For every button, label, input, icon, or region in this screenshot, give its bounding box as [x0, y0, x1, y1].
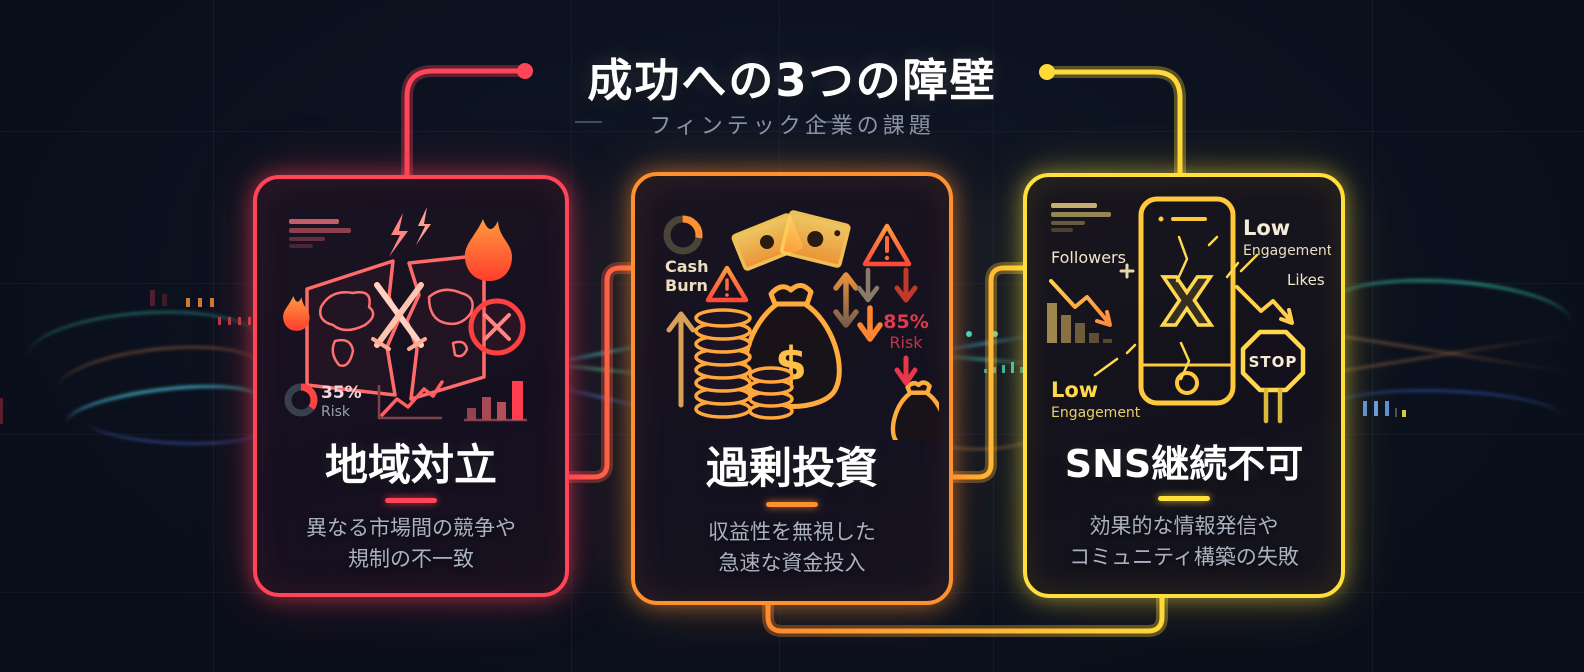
- connector-dot-red: [517, 63, 533, 79]
- stop-label: STOP: [1249, 353, 1298, 371]
- sns-failure-illustration: Followers X: [1047, 196, 1331, 424]
- grid-line: [213, 0, 214, 672]
- regional-conflict-illustration: 35% Risk: [283, 207, 527, 422]
- card-description: 異なる市場間の競争や 規制の不一致: [257, 513, 565, 575]
- card-over-investment: Cash Burn: [631, 172, 953, 605]
- map-continents: [319, 288, 474, 367]
- card-regional-conflict: 35% Risk 地域対立 異なる市場間の競争や 規制の不一致: [253, 175, 569, 597]
- text-lines-icon: [1051, 203, 1111, 232]
- risk-label: Risk: [889, 333, 923, 352]
- declining-bars-icon: [1047, 303, 1112, 343]
- tick-marks: [150, 290, 167, 306]
- connector-red-side: [555, 265, 638, 480]
- description-line: 異なる市場間の競争や: [306, 516, 516, 540]
- connector-yellow-side: [940, 265, 1030, 480]
- card-title: SNS継続不可: [1064, 442, 1304, 486]
- tick-marks: [186, 298, 214, 307]
- arrow-down-icon: [856, 267, 880, 303]
- subtitle-dash-right: [812, 121, 839, 123]
- card-divider: [1158, 496, 1210, 501]
- warning-exclamation: [725, 236, 890, 297]
- bar-chart-icon: [464, 381, 527, 422]
- trend-down-arrow-icon: [1235, 285, 1294, 325]
- connector-red-side: [552, 262, 641, 483]
- line-chart-icon: [377, 380, 444, 420]
- tick-marks: [0, 398, 3, 424]
- page-subtitle: フィンテック企業の課題: [649, 114, 935, 139]
- likes-label: Likes: [1287, 271, 1325, 289]
- warning-icon: [705, 223, 912, 303]
- cash-burn-label: Cash: [665, 257, 708, 276]
- grid-line: [571, 0, 572, 672]
- card-description: 収益性を無視した 急速な資金投入: [635, 517, 949, 579]
- risk-percent: 85%: [883, 311, 928, 333]
- crossed-swords-icon: [371, 282, 427, 351]
- donut-chart-icon: [284, 383, 318, 417]
- subtitle-dash-left: [575, 121, 602, 123]
- money-bag-small-icon: [890, 380, 939, 440]
- plus-icon: [1119, 263, 1135, 279]
- card-title: 過剰投資: [706, 444, 878, 494]
- phone-icon: [1138, 196, 1236, 406]
- flame-icon: [464, 219, 512, 281]
- description-line: 効果的な情報発信や: [1089, 514, 1279, 538]
- connector-yellow-top: [1044, 69, 1183, 178]
- arrow-down-icon: [894, 355, 918, 386]
- text-lines-icon: [289, 219, 351, 248]
- cash-burn-label: Burn: [665, 276, 708, 295]
- x-logo: X: [1162, 264, 1213, 341]
- arrow-down-icon: [894, 267, 918, 303]
- page-title: 成功への3つの障壁: [587, 54, 997, 107]
- arrow-down-icon: [857, 305, 883, 342]
- risk-percent: 35%: [321, 383, 362, 403]
- description-line: 規制の不一致: [348, 547, 474, 571]
- card-description: 効果的な情報発信や コミュニティ構築の失敗: [1027, 511, 1341, 573]
- card-divider: [766, 502, 818, 507]
- description-line: 急速な資金投入: [718, 551, 866, 575]
- grid-line: [0, 131, 1584, 132]
- money-bills-icon: [731, 210, 851, 271]
- tick-marks: [1363, 401, 1389, 416]
- no-entry-swords-icon: [468, 298, 526, 356]
- card-divider: [385, 498, 437, 503]
- connector-yellow-side: [937, 262, 1033, 483]
- tick-marks: [218, 317, 251, 325]
- connector-red-top: [404, 68, 528, 180]
- double-arrow-icon: [833, 272, 859, 328]
- stop-sign-icon: [1240, 329, 1306, 424]
- card-sns-failure: Followers X: [1023, 173, 1345, 598]
- low-engagement-label: Low: [1051, 378, 1098, 402]
- coins-icon: [694, 308, 794, 420]
- trend-down-arrow-icon: [1049, 279, 1112, 327]
- card-title: 地域対立: [325, 441, 497, 491]
- low-engagement-label: Engagement: [1051, 405, 1141, 421]
- tick-marks: [1395, 408, 1406, 417]
- low-engagement-label: Engagement: [1243, 243, 1331, 259]
- low-engagement-label: Low: [1243, 216, 1290, 240]
- over-investment-illustration: Cash Burn: [663, 210, 939, 440]
- lightning-icon: [389, 207, 431, 257]
- connector-dot-yellow: [1039, 64, 1055, 80]
- cash-burn-donut-icon: [663, 215, 703, 255]
- description-line: コミュニティ構築の失敗: [1069, 545, 1299, 569]
- flame-icon-small: [283, 296, 310, 331]
- risk-label: Risk: [321, 404, 351, 420]
- grid-line: [1372, 0, 1373, 672]
- connector-bottom: [765, 592, 1165, 634]
- arrow-up-icon: [666, 311, 696, 408]
- crack-icon: [1093, 235, 1259, 381]
- description-line: 収益性を無視した: [708, 520, 876, 544]
- followers-label: Followers: [1051, 248, 1126, 267]
